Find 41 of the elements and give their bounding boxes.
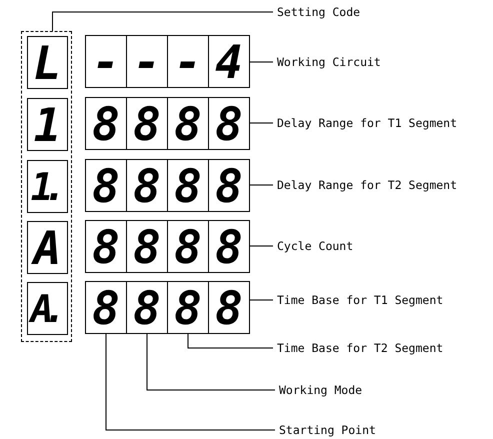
display-digit: -: [126, 35, 168, 88]
dashed-group-frame: [21, 31, 72, 342]
leader-line: [250, 122, 274, 124]
display-digit: 8: [167, 97, 209, 150]
callout-label: Cycle Count: [277, 239, 354, 253]
display-digit: 8: [208, 281, 250, 334]
callout-label: Delay Range for T1 Segment: [277, 116, 458, 130]
leader-line: [106, 334, 276, 430]
leader-line: [52, 12, 274, 32]
callout-label: Starting Point: [279, 423, 376, 437]
display-digit: 8: [208, 220, 250, 273]
callout-label: Time Base for T1 Segment: [277, 293, 444, 307]
display-digit: L: [27, 36, 68, 89]
callout-label: Delay Range for T2 Segment: [277, 178, 458, 192]
leader-line: [188, 334, 274, 348]
display-digit: 4: [208, 35, 250, 88]
display-digit: 8: [85, 220, 127, 273]
display-digit: 8: [208, 97, 250, 150]
display-digit: 8: [167, 281, 209, 334]
display-digit: 8: [126, 159, 168, 212]
display-digit: 8: [85, 281, 127, 334]
callout-label: Working Mode: [279, 383, 362, 397]
display-digit: 8: [167, 159, 209, 212]
callout-label: Setting Code: [277, 5, 360, 19]
display-digit: 8: [85, 159, 127, 212]
leader-line: [250, 184, 274, 186]
display-digit: 1: [27, 98, 68, 151]
display-digit: A.: [27, 282, 68, 335]
leader-line: [146, 334, 276, 390]
display-digit: 8: [126, 220, 168, 273]
display-digit: 8: [167, 220, 209, 273]
display-digit: 8: [208, 159, 250, 212]
display-digit: A: [27, 221, 68, 274]
display-digit: 8: [85, 97, 127, 150]
display-digit: 8: [126, 97, 168, 150]
display-digit: 1.: [27, 160, 68, 213]
callout-label: Working Circuit: [277, 55, 381, 69]
display-digit: 8: [126, 281, 168, 334]
callout-label: Time Base for T2 Segment: [277, 341, 444, 355]
display-digit: -: [85, 35, 127, 88]
display-digit: -: [167, 35, 209, 88]
